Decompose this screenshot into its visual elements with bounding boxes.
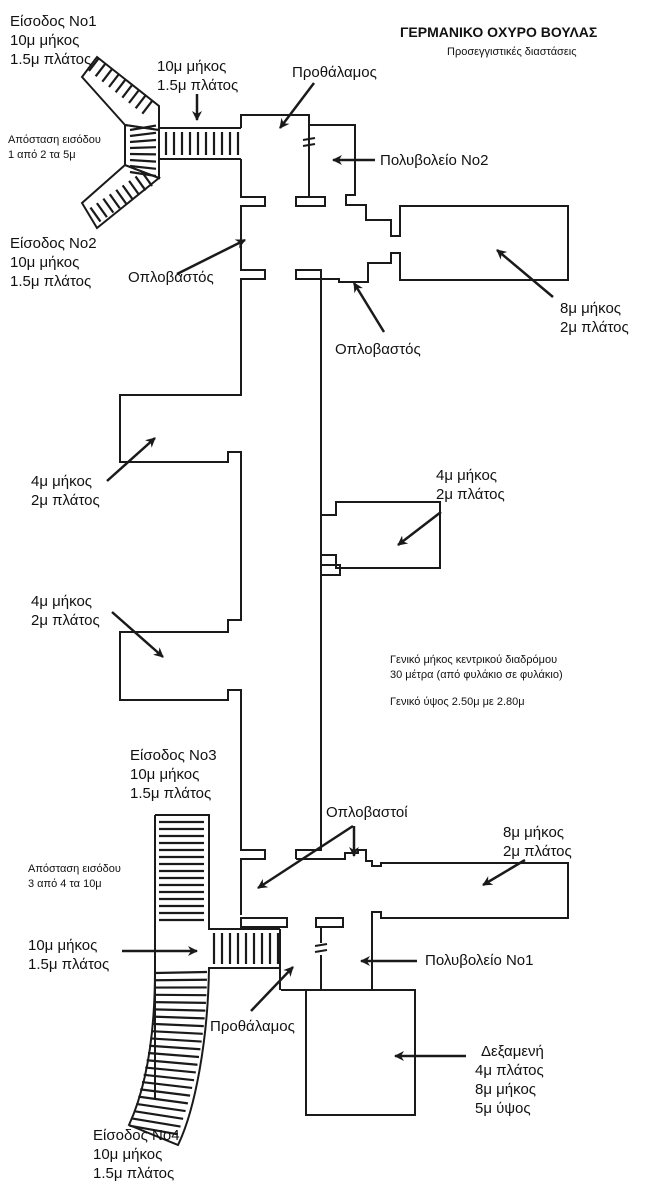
label-antechamber-lower: Προθάλαμος: [210, 1018, 295, 1035]
arrow-room-lower-right: [482, 858, 526, 887]
page-title: ΓΕΡΜΑΝΙΚΟ ΟΧΥΡΟ ΒΟΥΛΑΣ: [400, 24, 598, 40]
stair-tread: [150, 1037, 202, 1043]
arrow-loophole-left: [176, 238, 246, 276]
stair-tread: [153, 1008, 206, 1012]
stair-tread: [89, 206, 102, 223]
stair-tread: [133, 1110, 184, 1120]
label-mg-nest-2: Πολυβολείο Νο2: [380, 152, 489, 169]
arrow-antechamber-lower: [250, 966, 294, 1012]
stair-tread: [143, 1073, 195, 1082]
arrow-room-right-mid: [397, 511, 442, 546]
stair-tread: [149, 1044, 201, 1051]
stair-tread: [129, 164, 157, 170]
stair-tread: [141, 99, 154, 115]
stair-tread: [138, 1095, 189, 1105]
lower-passage: [208, 928, 280, 969]
stair-tread: [129, 131, 157, 138]
stair-tread: [154, 1000, 206, 1005]
corridor-right-wall: [295, 282, 322, 859]
stair-tread: [145, 1066, 196, 1074]
stair-tread: [134, 175, 147, 192]
cistern: [305, 989, 416, 1116]
stair-tread: [115, 189, 128, 205]
stair-tread: [146, 1059, 198, 1066]
arrow-room-upper-right: [496, 249, 554, 298]
mg-nest-1-wall: [281, 927, 372, 991]
arrow-room-left-1: [106, 437, 156, 482]
stair-tread: [129, 158, 157, 163]
lower-stub-mid: [315, 917, 344, 928]
stair-tread: [102, 198, 115, 214]
stair-tread: [121, 184, 134, 200]
arrow-loophole-right: [352, 282, 386, 333]
stair-tread: [136, 1102, 186, 1113]
stair-tread: [140, 1088, 191, 1097]
stair-tread: [101, 67, 114, 83]
stair-tread: [128, 89, 140, 104]
stair-tread: [128, 180, 141, 196]
label-mg-nest-1: Πολυβολείο Νο1: [425, 952, 534, 969]
stair-tread: [108, 193, 121, 209]
stair-tread: [152, 1022, 204, 1028]
label-loophole-left: Οπλοβαστός: [128, 269, 214, 286]
page-subtitle: Προσεγγιστικές διαστάσεις: [447, 46, 577, 58]
stair-tread: [108, 73, 120, 88]
stair-tread: [151, 1030, 203, 1035]
stair-tread: [154, 970, 208, 975]
arrow-room-left-2: [111, 611, 164, 658]
entrance4-stair: [127, 967, 210, 1147]
stair-tread: [141, 1080, 193, 1090]
entrance1-stair: [80, 55, 160, 132]
stair-tread: [141, 171, 153, 187]
stair-tread: [147, 1051, 200, 1059]
stair-tread: [129, 146, 157, 150]
arrow-loopholes-lower-1: [257, 824, 354, 890]
stair-tread: [121, 83, 134, 99]
label-loophole-right: Οπλοβαστός: [335, 341, 421, 358]
stair-tread: [134, 94, 147, 110]
mg2-stub: [295, 196, 326, 207]
label-loopholes-lower: Οπλοβαστοί: [326, 804, 408, 821]
lower-stub-left: [240, 917, 288, 928]
stair-tread: [131, 1117, 181, 1128]
stair-tread: [114, 78, 127, 94]
upper-passage: [159, 127, 241, 160]
stair-tread: [95, 202, 108, 218]
stair-tread: [129, 124, 157, 132]
stair-tread: [154, 978, 207, 982]
stair-tread: [129, 138, 157, 144]
label-antechamber-upper: Προθάλαμος: [292, 64, 377, 81]
room-right-mid: [321, 501, 441, 569]
arrow-antechamber-upper: [279, 82, 315, 129]
stair-tread: [152, 1015, 205, 1020]
stair-tread: [129, 1124, 179, 1136]
stair-tread: [88, 57, 100, 72]
stair-tread: [94, 62, 107, 78]
